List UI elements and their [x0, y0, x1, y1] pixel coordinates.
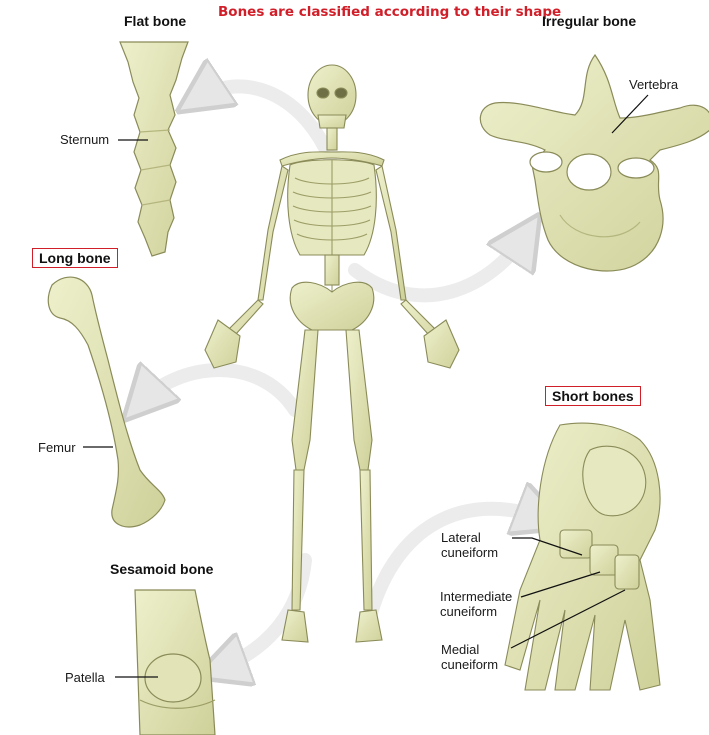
foot-illustration	[504, 422, 661, 691]
sesamoid-bone-heading: Sesamoid bone	[110, 561, 214, 577]
arrow-to-long-bone	[138, 370, 302, 410]
long-bone-heading: Long bone	[32, 248, 118, 268]
intermediate-cuneiform-label: Intermediate cuneiform	[440, 589, 512, 619]
medial-cuneiform-line1: Medial	[441, 642, 480, 657]
vertebra-label: Vertebra	[629, 77, 679, 92]
knee-illustration	[134, 589, 216, 735]
leader-lines	[83, 94, 649, 678]
vertebra-illustration	[479, 53, 709, 272]
medial-cuneiform-leader	[510, 589, 626, 649]
medial-cuneiform-label: Medial cuneiform	[441, 642, 498, 672]
vertebra-leader	[611, 94, 649, 134]
femur-illustration	[47, 276, 166, 528]
lateral-cuneiform-line2: cuneiform	[441, 545, 499, 560]
femur-label: Femur	[38, 440, 76, 455]
arrow-to-sesamoid-bone	[215, 553, 312, 670]
flat-bone-heading: Flat bone	[124, 13, 187, 29]
short-bones-heading: Short bones	[545, 386, 641, 406]
lateral-cuneiform-label: Lateral cuneiform	[441, 530, 498, 560]
arrow-to-flat-bone	[195, 86, 337, 165]
intermediate-cuneiform-leader	[520, 571, 601, 598]
arrow-to-short-bones	[365, 509, 548, 617]
diagram-title: Bones are classified according to their …	[218, 4, 562, 20]
irregular-bone-heading: Irregular bone	[542, 13, 637, 29]
intermediate-cuneiform-line1: Intermediate	[440, 589, 513, 604]
sternum-label: Sternum	[60, 132, 110, 147]
skeleton-illustration	[204, 64, 460, 643]
arrow-to-irregular-bone	[348, 232, 528, 303]
medial-cuneiform-line2: cuneiform	[441, 657, 499, 672]
patella-shape	[144, 653, 202, 703]
lateral-cuneiform-leader	[512, 537, 583, 556]
callout-arrows	[138, 86, 548, 670]
patella-label: Patella	[65, 670, 105, 685]
lateral-cuneiform-line1: Lateral	[441, 530, 481, 545]
sternum-illustration	[119, 41, 189, 257]
intermediate-cuneiform-line2: cuneiform	[440, 604, 498, 619]
